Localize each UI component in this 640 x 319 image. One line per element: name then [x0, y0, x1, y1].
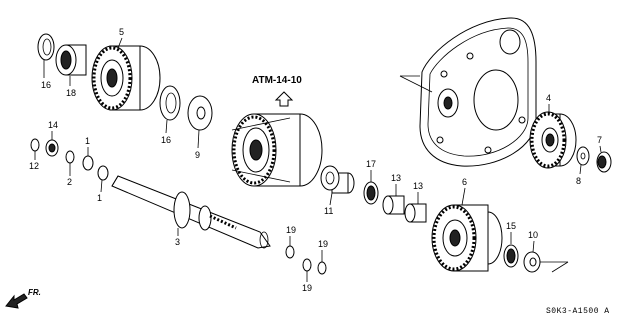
gear-5[interactable]	[91, 45, 161, 111]
callout-19-b[interactable]: 19	[302, 283, 312, 293]
callout-2[interactable]: 2	[67, 177, 72, 187]
callout-6[interactable]: 6	[462, 177, 467, 187]
callout-1-lower[interactable]: 1	[97, 193, 102, 203]
needle-bearing-18[interactable]	[55, 44, 87, 76]
washer-1-lower[interactable]	[97, 165, 109, 181]
mainshaft-3[interactable]	[111, 175, 271, 249]
seal-ring-19-c[interactable]	[317, 261, 327, 275]
needle-bearing-13-b[interactable]	[404, 203, 427, 223]
reference-arrow[interactable]	[274, 91, 294, 107]
callout-5[interactable]: 5	[119, 27, 124, 37]
callout-19-a[interactable]: 19	[286, 225, 296, 235]
callout-8[interactable]: 8	[576, 176, 581, 186]
reference-link-label[interactable]: ATM-14-10	[252, 75, 302, 86]
clutch-drum-assembly[interactable]	[231, 113, 323, 187]
callout-13-b[interactable]: 13	[413, 181, 423, 191]
callout-16-middle[interactable]: 16	[161, 135, 171, 145]
callout-17[interactable]: 17	[366, 159, 376, 169]
callout-11[interactable]: 11	[324, 206, 333, 216]
callout-1-upper[interactable]: 1	[85, 136, 90, 146]
seal-ring-16-middle[interactable]	[159, 85, 181, 121]
seal-ring-19-a[interactable]	[285, 245, 295, 259]
callout-14[interactable]: 14	[48, 120, 58, 130]
locknut-7[interactable]	[596, 151, 612, 173]
gear-4[interactable]	[529, 111, 577, 169]
transmission-housing[interactable]	[419, 17, 537, 167]
washer-1-upper[interactable]	[82, 155, 94, 171]
callout-19-c[interactable]: 19	[318, 239, 328, 249]
callout-13-a[interactable]: 13	[391, 173, 401, 183]
callout-3[interactable]: 3	[175, 237, 180, 247]
gear-6[interactable]	[431, 204, 503, 272]
seal-ring-19-b[interactable]	[302, 258, 312, 272]
callout-18[interactable]: 18	[66, 88, 76, 98]
callout-7[interactable]: 7	[597, 135, 602, 145]
collar-11[interactable]	[320, 165, 355, 194]
callout-15[interactable]: 15	[506, 221, 516, 231]
small-washer-12[interactable]	[30, 138, 40, 152]
diagram-code: S0K3-A1500 A	[546, 307, 610, 316]
seal-ring-15[interactable]	[503, 244, 519, 268]
callout-12[interactable]: 12	[29, 161, 39, 171]
callout-4[interactable]: 4	[546, 93, 551, 103]
callout-9[interactable]: 9	[195, 150, 200, 160]
snap-ring-2[interactable]	[65, 150, 75, 164]
callout-10[interactable]: 10	[528, 230, 538, 240]
seal-ring-16-top[interactable]	[37, 33, 55, 61]
seal-ring-17[interactable]	[363, 181, 379, 205]
callout-16-top[interactable]: 16	[41, 80, 51, 90]
front-direction-label: FR.	[28, 288, 41, 297]
thrust-washer-10[interactable]	[523, 251, 541, 273]
thrust-washer-9[interactable]	[187, 95, 213, 131]
front-direction-arrow-icon	[5, 293, 28, 309]
needle-bearing-13-a[interactable]	[382, 195, 405, 215]
bearing-14[interactable]	[45, 139, 59, 157]
washer-8[interactable]	[576, 146, 590, 166]
